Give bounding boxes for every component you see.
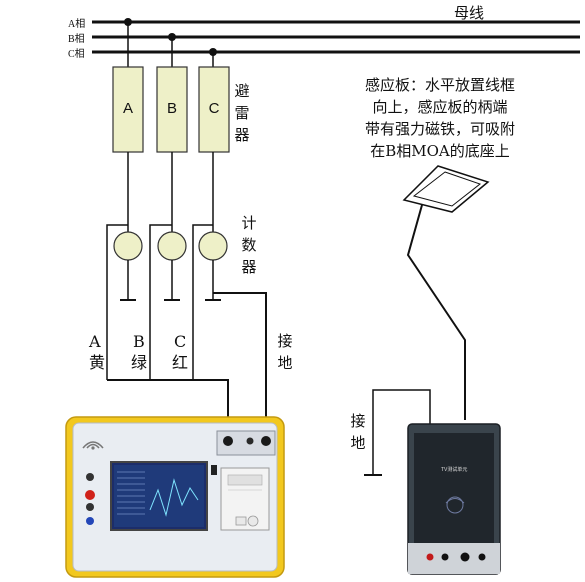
main-ground-wire: [213, 292, 267, 440]
arrester-c: [198, 66, 230, 153]
brand-logo-icon: [82, 441, 104, 450]
sensor-jack-left[interactable]: [426, 553, 434, 561]
arrester-c-letter: C: [208, 100, 220, 117]
counter-a: [113, 231, 143, 261]
arrester-b-letter: B: [166, 100, 177, 117]
wire-a-letter: A: [89, 332, 101, 351]
arrester-a-letter: A: [122, 100, 133, 117]
sensor-ground-label: 接地: [350, 412, 366, 452]
arrester-label: 避雷器: [234, 82, 250, 144]
wire-b-color: 绿: [131, 353, 148, 372]
sensor-note-line-1: 感应板：水平放置线框: [364, 76, 515, 94]
counter-b: [157, 231, 187, 261]
dark-button[interactable]: [86, 503, 94, 511]
red-button[interactable]: [85, 490, 95, 500]
signal-jack[interactable]: [223, 436, 233, 446]
sensor-note-line-3: 带有强力磁铁，可吸附: [364, 120, 515, 138]
power-button[interactable]: [86, 473, 94, 481]
ground-jack[interactable]: [261, 436, 271, 446]
counter-c: [198, 231, 228, 261]
arrester-b: [156, 66, 188, 153]
bus-phase-c-label: C相: [68, 49, 85, 60]
wire-a-color: 黄: [89, 353, 106, 372]
sensor-plate: [402, 165, 490, 213]
wire-b-letter: B: [133, 332, 145, 351]
main-test-device: [65, 416, 285, 578]
wire-c-color: 红: [172, 353, 189, 372]
lead-a: [106, 224, 128, 380]
counter-label: 计数器: [241, 214, 257, 276]
sensor-jack-center[interactable]: [460, 552, 470, 562]
usb-port[interactable]: [211, 465, 217, 475]
blue-button[interactable]: [86, 517, 94, 525]
sensor-note: 感应板：水平放置线框 向上，感应板的柄端 带有强力磁铁，可吸附 在B相MOA的底…: [340, 74, 540, 162]
wire-c-letter: C: [174, 332, 187, 351]
sensor-note-line-4: 在B相MOA的底座上: [370, 142, 510, 160]
main-ground-label: 接地: [277, 332, 293, 372]
bus-bars: [92, 20, 580, 54]
lead-b: [149, 224, 172, 380]
sensor-unit-box: [407, 423, 501, 575]
arrester-a: [112, 66, 144, 153]
sensor-ground-wire: [372, 389, 431, 475]
bus-phase-a-label: A相: [68, 19, 86, 30]
bus-phase-b-label: B相: [68, 34, 85, 45]
sensor-note-line-2: 向上，感应板的柄端: [372, 98, 508, 116]
bus-title: 母线: [454, 4, 485, 22]
sensor-lead: [406, 204, 466, 420]
sensor-box-label: TV测试单元: [441, 467, 468, 473]
lead-c: [192, 224, 213, 380]
